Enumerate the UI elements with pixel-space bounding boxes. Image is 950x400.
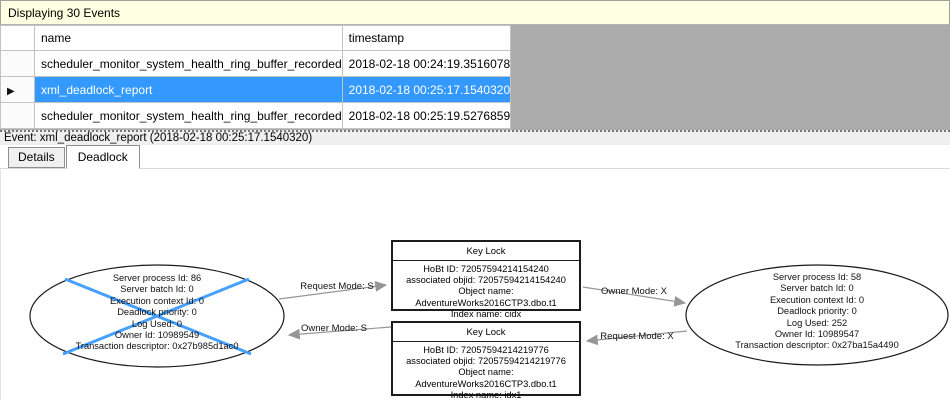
process-attr: Transaction descriptor: 0x27ba15a4490 [735, 340, 899, 351]
selected-event-label: Event: xml_deadlock_report (2018-02-18 0… [4, 132, 313, 144]
process-attr: Deadlock priority: 0 [117, 307, 197, 318]
process-node-ellipse[interactable] [685, 264, 949, 366]
lock-attr: associated objid: 72057594214154240 [406, 275, 566, 286]
row-selector[interactable] [0, 102, 35, 129]
lock-attr: HoBt ID: 72057594214154240 [423, 264, 549, 274]
event-name-cell[interactable]: scheduler_monitor_system_health_ring_buf… [34, 102, 343, 129]
process-attr: Deadlock priority: 0 [777, 306, 857, 317]
lock-details: HoBt ID: 72057594214154240 associated ob… [393, 261, 579, 320]
grid-header-row: name timestamp [0, 25, 512, 51]
edge-request-s [278, 281, 388, 300]
process-attr: Execution context Id: 0 [109, 295, 205, 306]
events-grid: name timestamp scheduler_monitor_system_… [0, 25, 512, 129]
column-header-name[interactable]: name [34, 25, 343, 51]
event-timestamp-cell[interactable]: 2018-02-18 00:25:19.5276859 [341, 102, 512, 129]
lock-title: Key Lock [393, 242, 579, 261]
process-victim-details: Server process Id: 86 Server batch Id: 0… [27, 273, 287, 353]
lock-details: HoBt ID: 72057594214219776 associated ob… [393, 342, 579, 400]
edge-request-x [585, 330, 688, 346]
process-attr: Transaction descriptor: 0x27b985d1ac0 [75, 341, 239, 352]
event-timestamp-cell[interactable]: 2018-02-18 00:24:19.3516078 [341, 50, 512, 77]
lock-attr: Index name: idx1 [450, 389, 522, 400]
tab-details[interactable]: Details [8, 147, 65, 168]
event-row-3[interactable]: scheduler_monitor_system_health_ring_buf… [0, 102, 512, 129]
row-selector-current[interactable]: ▶ [0, 76, 35, 103]
tab-deadlock[interactable]: Deadlock [65, 145, 140, 169]
lock-attr: HoBt ID: 72057594214219776 [423, 345, 549, 355]
lock-node-cidx[interactable]: Key Lock HoBt ID: 72057594214154240 asso… [391, 240, 581, 319]
event-timestamp-cell[interactable]: 2018-02-18 00:25:17.1540320 [341, 76, 512, 103]
lock-title: Key Lock [393, 323, 579, 342]
edge-label-request-x: Request Mode: X [600, 331, 674, 342]
lock-attr: Index name: cidx [450, 308, 522, 319]
lock-attr: Object name: AdventureWorks2016CTP3.dbo.… [415, 286, 557, 308]
edge-owner-x [582, 286, 687, 307]
edge-owner-s [287, 326, 392, 340]
event-name-cell[interactable]: scheduler_monitor_system_health_ring_buf… [34, 50, 343, 77]
edge-label-owner-s: Owner Mode: S [301, 323, 367, 334]
events-count-bar: Displaying 30 Events [0, 0, 950, 25]
process-attr: Server process Id: 58 [772, 272, 862, 282]
edge-label-request-s: Request Mode: S [300, 281, 374, 292]
process-attr: Server batch Id: 0 [780, 283, 854, 294]
lock-attr: Object name: AdventureWorks2016CTP3.dbo.… [415, 367, 557, 389]
event-name-cell[interactable]: xml_deadlock_report [34, 76, 343, 103]
lock-node-idx1[interactable]: Key Lock HoBt ID: 72057594214219776 asso… [391, 321, 581, 400]
row-selector[interactable] [0, 50, 35, 77]
detail-tab-strip: Details Deadlock [0, 145, 950, 169]
deadlock-graph [29, 264, 949, 368]
column-header-timestamp[interactable]: timestamp [341, 25, 512, 51]
events-grid-area: name timestamp scheduler_monitor_system_… [0, 25, 950, 130]
event-row-1[interactable]: scheduler_monitor_system_health_ring_buf… [0, 50, 512, 77]
lock-attr: associated objid: 72057594214219776 [406, 356, 566, 367]
process-attr: Owner Id: 10989549 [114, 330, 200, 341]
edge-label-owner-x: Owner Mode: X [601, 286, 667, 297]
process-attr: Log Used: 0 [131, 318, 183, 329]
process-details: Server process Id: 58 Server batch Id: 0… [687, 272, 947, 352]
process-attr: Server process Id: 86 [112, 273, 202, 283]
process-attr: Log Used: 252 [786, 317, 848, 328]
events-count-label: Displaying 30 Events [8, 5, 121, 20]
victim-cross-line [62, 277, 250, 356]
row-selector-header[interactable] [0, 25, 35, 51]
deadlock-graph-panel: Server process Id: 86 Server batch Id: 0… [0, 168, 950, 400]
selected-event-caption: Event: xml_deadlock_report (2018-02-18 0… [0, 130, 950, 145]
process-attr: Server batch Id: 0 [120, 284, 194, 295]
event-row-2-selected[interactable]: ▶ xml_deadlock_report 2018-02-18 00:25:1… [0, 76, 512, 103]
current-row-arrow-icon: ▶ [7, 85, 15, 97]
process-attr: Owner Id: 10989547 [774, 329, 860, 340]
process-attr: Execution context Id: 0 [769, 294, 865, 305]
